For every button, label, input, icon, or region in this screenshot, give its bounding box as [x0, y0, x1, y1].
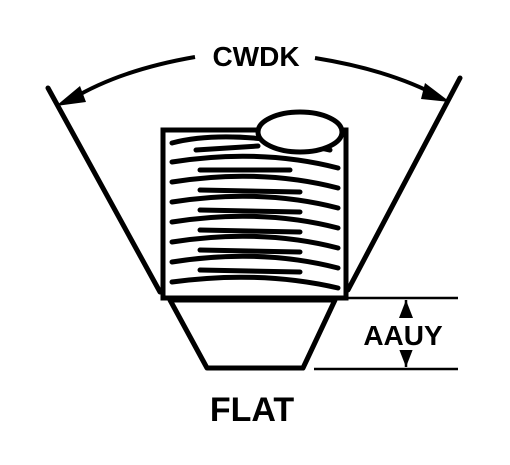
- flat-point-shape: [167, 297, 338, 371]
- angle-arc-right: [314, 56, 441, 99]
- angle-left-extension-line: [45, 85, 163, 295]
- screw-end-ellipse: [255, 109, 345, 155]
- angle-arc-left: [70, 55, 196, 101]
- point-length-label: AAUY: [363, 320, 443, 351]
- angle-arrowhead-left: [56, 86, 86, 106]
- angle-arrowhead-right: [421, 83, 450, 102]
- angle-right-extension-line: [345, 75, 463, 293]
- point-type-label: FLAT: [210, 391, 295, 429]
- point-length-arrowhead-bottom: [399, 349, 413, 367]
- point-length-label-background: [357, 318, 449, 350]
- point-length-arrowhead-top: [399, 300, 413, 318]
- angle-label: CWDK: [212, 41, 299, 72]
- screw-threaded-body: [160, 109, 349, 301]
